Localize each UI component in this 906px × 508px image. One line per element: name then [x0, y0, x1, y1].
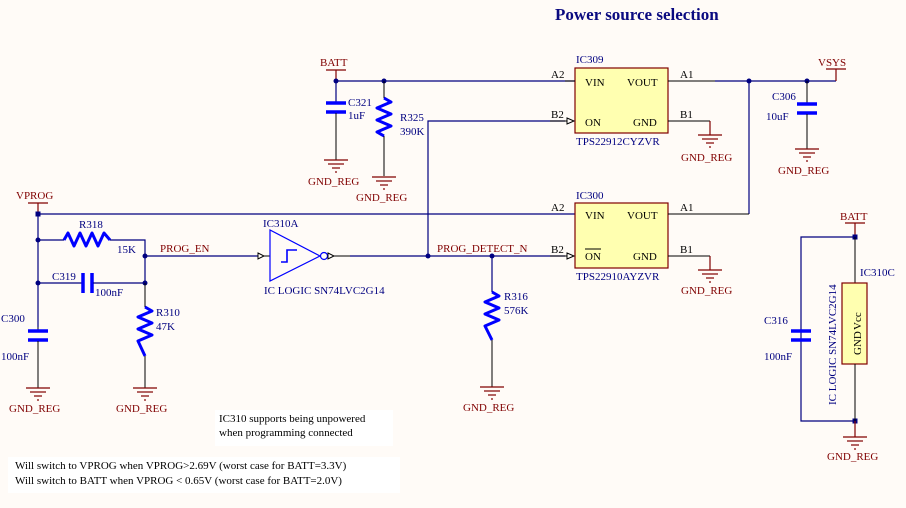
ic310a-schmitt-inverter: IC310A IC LOGIC SN74LVC2G14 — [257, 218, 385, 297]
batt-top-port: BATT — [320, 57, 348, 81]
pin-vin: VIN — [585, 210, 605, 222]
ic310a-ref: IC310A — [263, 218, 299, 230]
pin-gnd: GND — [633, 251, 657, 263]
capacitor-c319: C319 100nF — [38, 271, 145, 299]
pin-b2: B2 — [551, 109, 564, 121]
gnd-label: GND_REG — [9, 403, 60, 415]
net-label-batt: BATT — [840, 211, 868, 223]
vprog-port: VPROG — [16, 190, 53, 214]
junction — [425, 253, 431, 259]
pin-a1: A1 — [680, 202, 693, 214]
pin-vcc: Vcc — [852, 312, 864, 330]
ic309-ref: IC309 — [576, 54, 604, 66]
net-label-vsys: VSYS — [818, 57, 846, 69]
pin-b1: B1 — [680, 109, 693, 121]
net-label-vprog: VPROG — [16, 190, 53, 202]
pin-a2: A2 — [551, 202, 564, 214]
gnd-label: GND_REG — [356, 192, 407, 204]
c321-value: 1uF — [348, 110, 365, 122]
pin-vout: VOUT — [627, 210, 658, 222]
pin-vin: VIN — [585, 77, 605, 89]
pin-vout: VOUT — [627, 77, 658, 89]
pin-b1: B1 — [680, 244, 693, 256]
c319-value: 100nF — [95, 287, 123, 299]
capacitor-c316: C316 100nF — [764, 315, 811, 363]
r325-value: 390K — [400, 126, 425, 138]
net-label-prog-en: PROG_EN — [160, 243, 210, 255]
note-unpowered: IC310 supports being unpowered when prog… — [215, 410, 393, 446]
r316-ref: R316 — [504, 291, 528, 303]
resistor-r318: R318 15K — [38, 219, 146, 283]
gnd-label: GND_REG — [308, 176, 359, 188]
ic300-part: TPS22910AYZVR — [576, 271, 660, 283]
sheet-title: Power source selection — [555, 5, 719, 24]
r310-ref: R310 — [156, 307, 180, 319]
note-line: when programming connected — [219, 427, 353, 439]
c319-ref: C319 — [52, 271, 76, 283]
c321-ref: C321 — [348, 97, 372, 109]
prog-detect-to-ic309-on — [427, 120, 565, 256]
pin-on-bar: ON — [585, 251, 601, 263]
resistor-r316: R316 576K GND_REG — [463, 256, 529, 414]
gnd-label: GND_REG — [681, 285, 732, 297]
ic300-load-switch: IC300 A2 B2 A1 B1 VIN VOUT ON GND TPS229… — [550, 190, 749, 297]
c300-value: 100nF — [1, 351, 29, 363]
resistor-r325: R325 390K GND_REG — [356, 81, 425, 204]
r325-ref: R325 — [400, 112, 424, 124]
gnd-label: GND_REG — [463, 402, 514, 414]
c300-ref: C300 — [1, 313, 25, 325]
net-label-prog-detect-n: PROG_DETECT_N — [437, 243, 528, 255]
ic300-ref: IC300 — [576, 190, 604, 202]
gnd-label: GND_REG — [116, 403, 167, 415]
note-line: Will switch to BATT when VPROG < 0.65V (… — [15, 475, 342, 487]
gnd-label: GND_REG — [681, 152, 732, 164]
r318-ref: R318 — [79, 219, 103, 231]
r318-value: 15K — [117, 244, 136, 256]
gnd-label: GND_REG — [827, 451, 878, 463]
junction — [746, 78, 752, 84]
c306-value: 10uF — [766, 111, 789, 123]
pin-gnd: GND — [852, 331, 864, 355]
ic310c-power-unit: BATT Vcc GND IC310C IC LOGIC SN74LVC2G14… — [800, 211, 895, 463]
ic309-part: TPS22912CYZVR — [576, 136, 660, 148]
vsys-port: VSYS — [818, 57, 846, 81]
c316-value: 100nF — [764, 351, 792, 363]
ic310c-ref: IC310C — [860, 267, 895, 279]
net-label-batt: BATT — [320, 57, 348, 69]
capacitor-c306: C306 10uF GND_REG — [766, 81, 829, 177]
ic309-load-switch: IC309 A2 B2 A1 B1 VIN VOUT ON GND TPS229… — [550, 54, 732, 164]
note-switch-thresholds: Will switch to VPROG when VPROG>2.69V (w… — [8, 457, 400, 493]
capacitor-c300: C300 100nF GND_REG — [1, 313, 60, 415]
note-line: Will switch to VPROG when VPROG>2.69V (w… — [15, 460, 347, 472]
pin-a1: A1 — [680, 69, 693, 81]
r310-value: 47K — [156, 321, 175, 333]
ic310c-part: IC LOGIC SN74LVC2G14 — [827, 284, 839, 405]
c306-ref: C306 — [772, 91, 796, 103]
resistor-r310: R310 47K GND_REG — [116, 283, 180, 415]
note-line: IC310 supports being unpowered — [219, 413, 366, 425]
pin-b2: B2 — [551, 244, 564, 256]
c316-ref: C316 — [764, 315, 788, 327]
pin-gnd: GND — [633, 117, 657, 129]
capacitor-c321: C321 1uF GND_REG — [308, 81, 372, 188]
pin-on: ON — [585, 117, 601, 129]
gnd-label: GND_REG — [778, 165, 829, 177]
schmitt-trigger-icon — [281, 249, 297, 263]
r316-value: 576K — [504, 305, 529, 317]
pin-a2: A2 — [551, 69, 564, 81]
ic310a-part: IC LOGIC SN74LVC2G14 — [264, 285, 385, 297]
